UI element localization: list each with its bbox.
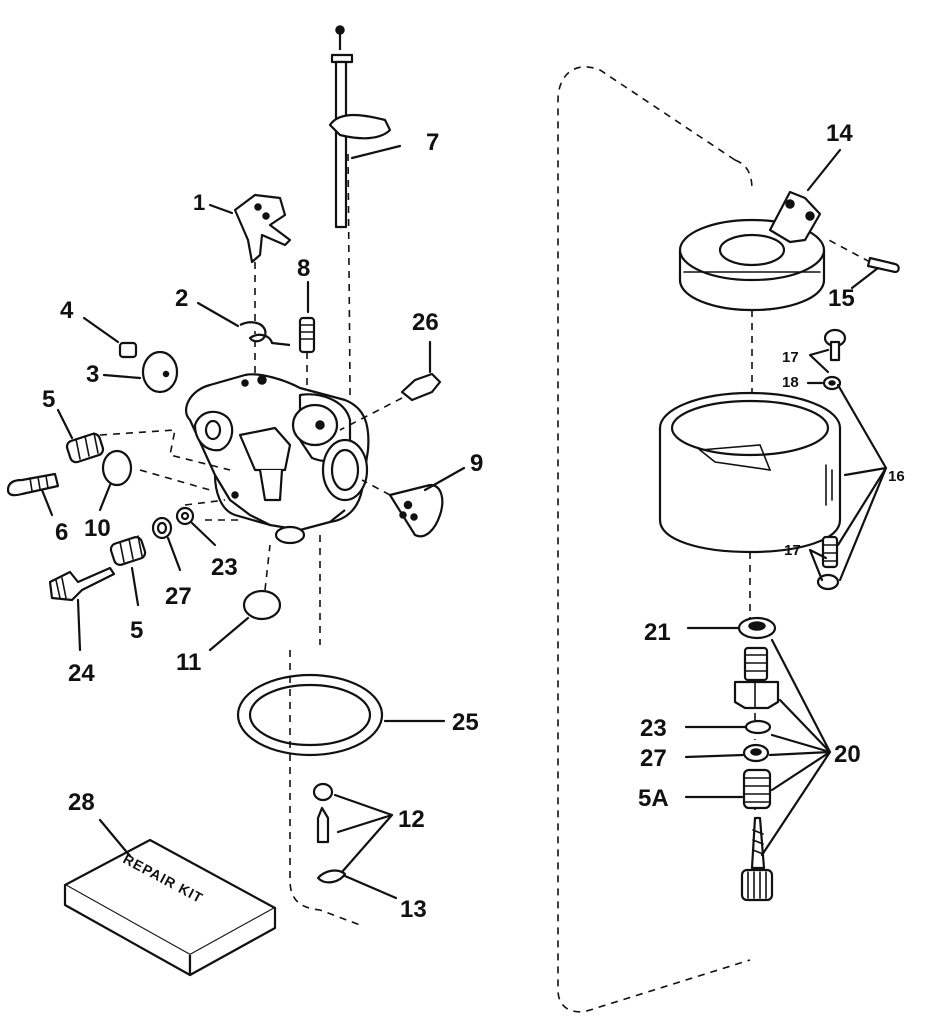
label-5A: 5A bbox=[638, 785, 669, 812]
throttle-lever-part bbox=[233, 193, 292, 375]
washer-cluster-left bbox=[151, 506, 195, 540]
label-26: 26 bbox=[412, 309, 439, 336]
label-17-upper: 17 bbox=[782, 349, 799, 366]
screw-and-disc-part bbox=[118, 341, 179, 394]
choke-shaft-part bbox=[328, 25, 392, 229]
bowl-drain-upper bbox=[822, 328, 847, 391]
float-needle-parts bbox=[312, 782, 347, 884]
label-6: 6 bbox=[55, 519, 68, 546]
label-21: 21 bbox=[644, 619, 671, 646]
label-28: 28 bbox=[68, 789, 95, 816]
label-4: 4 bbox=[60, 297, 74, 324]
label-27-left: 27 bbox=[165, 583, 192, 610]
gasket-plate-part bbox=[361, 479, 444, 538]
main-mixture-assembly bbox=[48, 535, 147, 602]
guide-line-right bbox=[749, 310, 756, 810]
label-13: 13 bbox=[400, 896, 427, 923]
repair-kit-box[interactable]: REPAIR KIT bbox=[63, 838, 277, 977]
label-27-right: 27 bbox=[640, 745, 667, 772]
label-14: 14 bbox=[826, 120, 853, 147]
guide-line-center bbox=[289, 535, 361, 926]
label-12: 12 bbox=[398, 806, 425, 833]
label-1: 1 bbox=[193, 190, 205, 215]
label-23-left: 23 bbox=[211, 554, 238, 581]
label-2: 2 bbox=[175, 285, 188, 312]
throttle-spring-part bbox=[239, 321, 291, 347]
label-7: 7 bbox=[426, 129, 439, 156]
welch-plug-part bbox=[242, 589, 282, 621]
label-10: 10 bbox=[84, 515, 111, 542]
bowl-drain-lower bbox=[816, 535, 840, 591]
bowl-nut-part bbox=[733, 646, 780, 710]
float-part bbox=[678, 190, 826, 312]
main-needle-part bbox=[740, 816, 774, 902]
label-17-lower: 17 bbox=[784, 542, 801, 559]
label-3: 3 bbox=[86, 361, 99, 388]
needle-washers-right bbox=[742, 719, 772, 810]
idle-mixture-assembly bbox=[6, 432, 133, 497]
label-18: 18 bbox=[782, 374, 799, 391]
bowl-gasket-part bbox=[236, 673, 384, 757]
label-8: 8 bbox=[297, 255, 310, 282]
fuel-inlet-part bbox=[339, 372, 442, 431]
label-23-right: 23 bbox=[640, 715, 667, 742]
bowl-washer-part bbox=[737, 616, 777, 640]
label-15: 15 bbox=[828, 285, 855, 312]
label-5-lower: 5 bbox=[130, 617, 143, 644]
label-24: 24 bbox=[68, 660, 95, 687]
float-pin-part bbox=[824, 237, 900, 274]
label-16: 16 bbox=[888, 468, 905, 485]
assembly-boundary bbox=[557, 66, 753, 1013]
float-bowl-part bbox=[658, 391, 842, 554]
label-20: 20 bbox=[834, 741, 861, 768]
label-11: 11 bbox=[176, 649, 201, 676]
part-number-labels: 1 2 3 4 5 6 7 8 9 10 23 26 27 5 24 11 25… bbox=[42, 120, 905, 923]
label-9: 9 bbox=[470, 450, 483, 477]
carburetor-body bbox=[185, 373, 370, 545]
idle-jet-part bbox=[298, 316, 316, 395]
label-25: 25 bbox=[452, 709, 479, 736]
label-5-upper: 5 bbox=[42, 386, 55, 413]
leader-lines bbox=[40, 144, 888, 900]
